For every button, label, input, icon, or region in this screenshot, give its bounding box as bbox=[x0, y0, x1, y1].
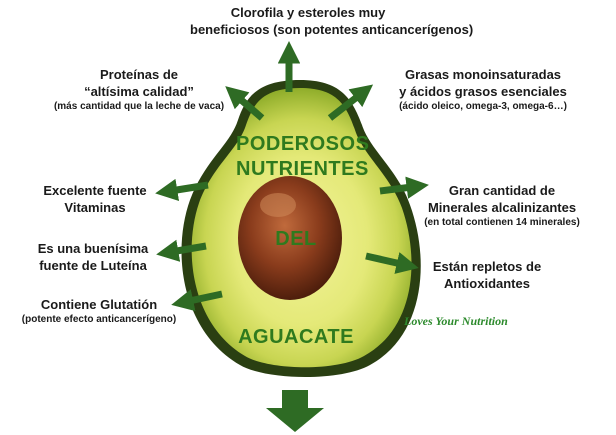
title-word-1: PODEROSOS bbox=[236, 133, 370, 155]
label-vitamins-line2: Vitaminas bbox=[64, 200, 126, 215]
arrow-left-lutein bbox=[156, 239, 207, 262]
label-proteins-line1: Proteínas de bbox=[99, 67, 179, 82]
label-minerals-line1: Gran cantidad de bbox=[448, 183, 556, 198]
title-word-3: DEL bbox=[275, 228, 317, 250]
label-proteins-sub: (más cantidad que la leche de vaca) bbox=[53, 101, 225, 112]
label-chlorophyll-line2: beneficiosos (son potentes anticanceríge… bbox=[190, 22, 474, 37]
watermark: Loves Your Nutrition bbox=[404, 314, 508, 328]
label-antioxidants-line1: Están repletos de bbox=[432, 259, 542, 274]
label-glutathione-sub: (potente efecto anticancerígeno) bbox=[21, 314, 177, 325]
title-word-4: AGUACATE bbox=[238, 326, 354, 348]
label-lutein: Es una buenísima fuente de Luteína bbox=[28, 240, 158, 274]
label-proteins-line2: “altísima calidad” bbox=[84, 84, 194, 99]
label-fats-line1: Grasas monoinsaturadas bbox=[404, 67, 562, 82]
label-minerals-line2: Minerales alcalinizantes bbox=[427, 200, 577, 215]
title-word-2: NUTRIENTES bbox=[236, 158, 369, 180]
arrow-right-antioxidants bbox=[365, 252, 419, 274]
seed-highlight bbox=[260, 193, 296, 217]
label-chlorophyll: Clorofila y esteroles muy beneficiosos (… bbox=[190, 4, 474, 38]
label-fats: Grasas monoinsaturadas y ácidos grasos e… bbox=[378, 66, 588, 114]
arrow-down bbox=[266, 390, 324, 432]
label-antioxidants: Están repletos de Antioxidantes bbox=[412, 258, 562, 292]
arrow-right-minerals bbox=[379, 176, 429, 199]
arrow-left-vitamins bbox=[155, 178, 209, 201]
label-lutein-line2: fuente de Luteína bbox=[39, 258, 147, 273]
arrows bbox=[155, 41, 429, 312]
arrow-upper-left bbox=[225, 86, 265, 121]
label-fats-line2: y ácidos grasos esenciales bbox=[399, 84, 567, 99]
label-vitamins: Excelente fuente Vitaminas bbox=[30, 182, 160, 216]
label-vitamins-line1: Excelente fuente bbox=[43, 183, 147, 198]
label-chlorophyll-line1: Clorofila y esteroles muy bbox=[230, 5, 386, 20]
label-minerals: Gran cantidad de Minerales alcalinizante… bbox=[406, 182, 598, 230]
label-antioxidants-line2: Antioxidantes bbox=[444, 276, 530, 291]
arrow-left-glutathione bbox=[171, 289, 223, 312]
label-glutathione-line1: Contiene Glutatión bbox=[40, 297, 158, 312]
label-proteins: Proteínas de “altísima calidad” (más can… bbox=[34, 66, 244, 114]
label-minerals-sub: (en total contienen 14 minerales) bbox=[424, 217, 580, 228]
label-glutathione: Contiene Glutatión (potente efecto antic… bbox=[14, 296, 184, 327]
arrow-upper-right bbox=[327, 84, 374, 121]
label-lutein-line1: Es una buenísima bbox=[37, 241, 149, 256]
label-fats-sub: (ácido oleico, omega-3, omega-6…) bbox=[399, 101, 567, 112]
